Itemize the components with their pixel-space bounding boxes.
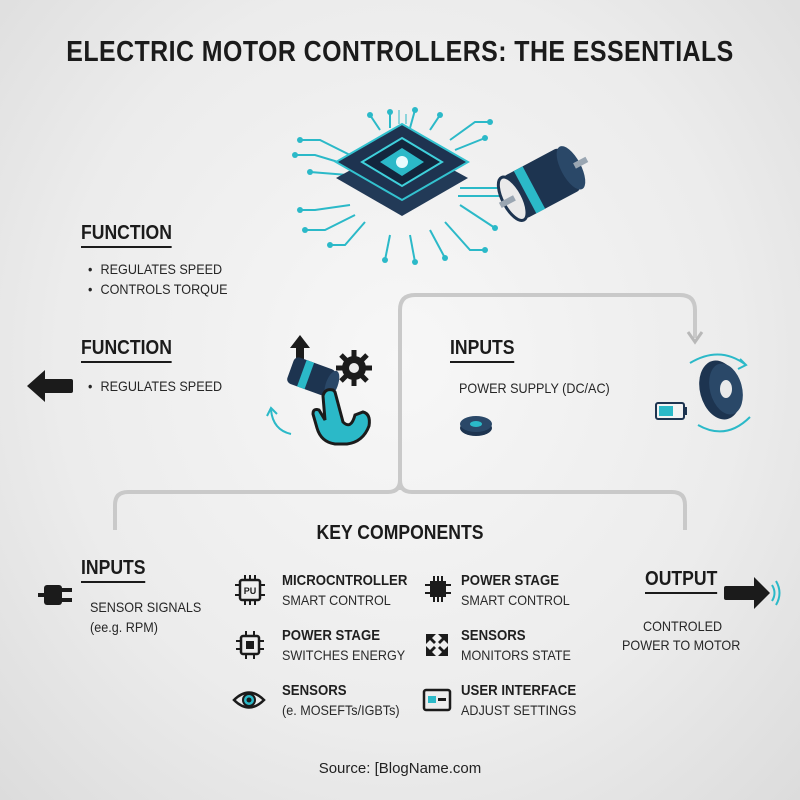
component-name-power-stage-1: POWER STAGE [461,572,560,589]
key-components-heading: KEY COMPONENTS [316,522,484,544]
display-icon [422,688,452,712]
inputs-power-supply: POWER SUPPLY (DC/AC) [459,380,610,396]
component-name-sensors-1: SENSORS [461,627,526,644]
source-credit: Source: [BlogName.com [318,760,482,777]
function-bullet-speed: REGULATES SPEED [88,259,227,279]
inputs-sensor-example: (ee.g. RPM) [90,619,158,635]
page-title: ELECTRIC MOTOR CONTROLLERS: THE ESSENTIA… [66,36,734,68]
inputs-sensor-signals: SENSOR SIGNALS [90,599,202,615]
power-disc-icon [460,416,492,436]
function-bullet-speed-mid: REGULATES SPEED [88,376,223,396]
output-heading: OUTPUT [645,568,718,594]
arrow-left-icon [27,370,73,402]
component-desc-power-stage-1: SMART CONTROL [461,592,570,608]
chip-icon [425,576,451,602]
eye-icon [232,691,266,709]
hand-control-icon [266,335,372,446]
component-desc-sensors-1: MONITORS STATE [461,647,571,663]
function-heading-top: FUNCTION [81,222,172,248]
component-name-user-interface: USER INTERFACE [461,682,577,699]
chip-pu-label: PU [244,586,257,596]
component-name-sensors-2: SENSORS [282,682,347,699]
function-list-top: REGULATES SPEED CONTROLS TORQUE [88,259,243,299]
plug-icon [38,585,72,605]
chip-outline-icon [236,631,264,659]
output-line-1: CONTROLED [643,618,723,634]
motor-battery-icon [655,353,751,433]
arrows-icon [426,634,448,656]
inputs-heading-bottom: INPUTS [81,557,146,583]
arrow-right-icon [724,577,781,609]
component-name-power-stage-2: POWER STAGE [282,627,381,644]
component-desc-sensors-2: (e. MOSEFTs/IGBTs) [282,702,400,718]
output-line-2: POWER TO MOTOR [622,637,741,653]
component-desc-power-stage-2: SWITCHES ENERGY [282,647,406,663]
function-list-mid: REGULATES SPEED [88,376,237,396]
component-name-microcontroller: MICROCNTROLLER [282,572,408,589]
function-bullet-torque: CONTROLS TORQUE [88,279,228,299]
chip-pu-icon: PU [235,575,265,605]
inputs-heading-top: INPUTS [450,337,515,363]
function-heading-mid: FUNCTION [81,337,172,363]
component-desc-microcontroller: SMART CONTROL [282,592,391,608]
component-desc-user-interface: ADJUST SETTINGS [461,702,577,718]
controller-chip-illustration [292,107,589,265]
